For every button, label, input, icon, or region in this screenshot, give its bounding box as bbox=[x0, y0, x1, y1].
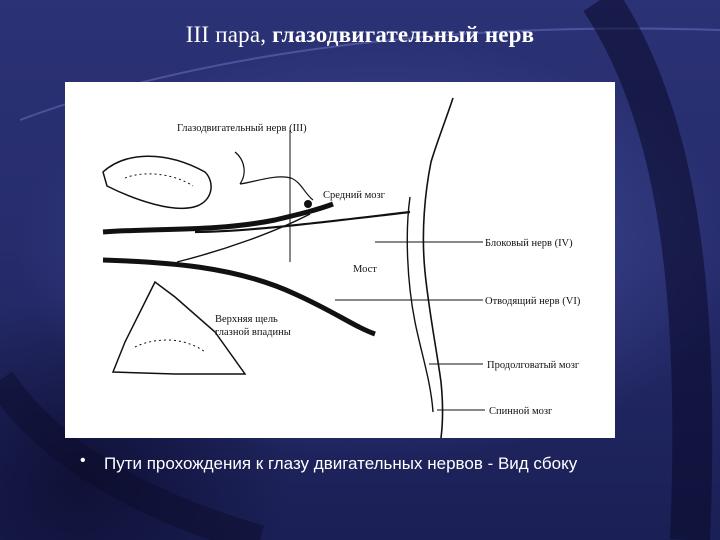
label-midbrain: Средний мозг bbox=[323, 190, 386, 201]
diagram-figure: Глазодвигательный нерв (III) Средний моз… bbox=[65, 82, 615, 438]
brainstem-outline-inner bbox=[406, 196, 434, 413]
orbit-bone-texture bbox=[124, 173, 194, 187]
nerve-pathway-diagram: Глазодвигательный нерв (III) Средний моз… bbox=[102, 97, 581, 438]
fissure-bone-texture bbox=[134, 339, 206, 353]
label-fissure-line1: Верхняя щель bbox=[215, 314, 278, 325]
oculomotor-nerve-III bbox=[102, 201, 334, 235]
label-pons: Мост bbox=[353, 264, 377, 275]
bullet-caption: Пути прохождения к глазу двигательных не… bbox=[104, 454, 578, 473]
title-bold: глазодвигательный нерв bbox=[272, 22, 535, 47]
title-prefix: III пара, bbox=[185, 22, 273, 47]
bullet-marker: • bbox=[80, 452, 86, 469]
oculomotor-upper-curve bbox=[234, 151, 314, 201]
label-abducens: Отводящий нерв (VI) bbox=[485, 296, 581, 307]
abducens-nerve-VI bbox=[102, 257, 376, 337]
label-spinal: Спинной мозг bbox=[489, 406, 553, 417]
label-fissure-line2: глазной впадины bbox=[215, 327, 291, 338]
trochlear-nerve-IV bbox=[194, 210, 411, 234]
midbrain-node bbox=[304, 200, 312, 208]
label-medulla: Продолговатый мозг bbox=[487, 360, 580, 371]
label-oculomotor: Глазодвигательный нерв (III) bbox=[177, 123, 307, 134]
nerve-branch-thin bbox=[176, 213, 311, 263]
brainstem-outline-right bbox=[422, 97, 454, 438]
label-trochlear: Блоковый нерв (IV) bbox=[485, 238, 573, 249]
fissure-bone-shape bbox=[111, 280, 247, 375]
slide-title: III пара, глазодвигательный нерв bbox=[0, 22, 720, 48]
orbit-bone-shape bbox=[102, 155, 212, 210]
